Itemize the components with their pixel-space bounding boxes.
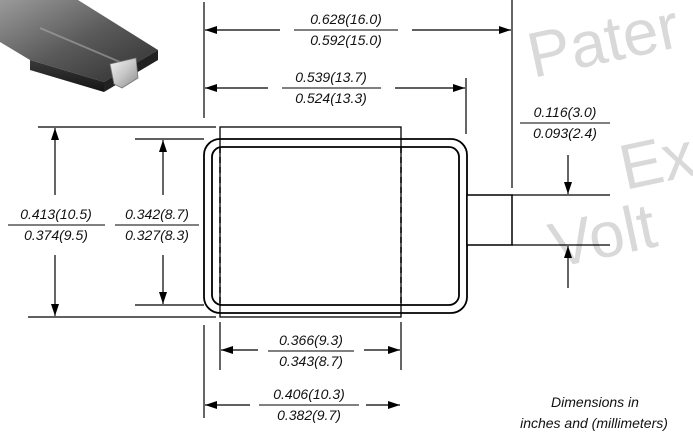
pad-outer-max: 0.406(10.3) — [273, 386, 345, 402]
pad-width-min: 0.343(8.7) — [279, 353, 343, 369]
component-photo — [0, 0, 158, 92]
units-note-line2: inches and (millimeters) — [520, 415, 668, 431]
watermark-line2: Ex — [613, 118, 693, 204]
dimension-labels: 0.628(16.0) 0.592(15.0) 0.539(13.7) 0.52… — [20, 11, 597, 423]
watermark-line1: Pater — [521, 0, 686, 92]
fraction-bars — [8, 29, 610, 406]
body-length-min: 0.524(13.3) — [295, 90, 367, 106]
body-length-max: 0.539(13.7) — [295, 69, 367, 85]
pad-outline — [219, 126, 402, 318]
lead — [466, 194, 513, 246]
overall-height-max: 0.413(10.5) — [20, 206, 92, 222]
body-outer-outline — [203, 138, 468, 314]
lead-thickness-min: 0.093(2.4) — [533, 125, 597, 141]
overall-height-min: 0.374(9.5) — [24, 227, 88, 243]
extension-lines — [28, 0, 610, 418]
overall-length-max: 0.628(16.0) — [310, 11, 382, 27]
package-body — [203, 126, 513, 318]
body-height-min: 0.327(8.3) — [125, 227, 189, 243]
body-height-max: 0.342(8.7) — [125, 206, 189, 222]
pad-outer-min: 0.382(9.7) — [277, 407, 341, 423]
body-inner-outline — [211, 146, 460, 306]
pad-width-max: 0.366(9.3) — [279, 332, 343, 348]
dimension-arrows — [51, 26, 572, 409]
lead-thickness-max: 0.116(3.0) — [534, 104, 597, 120]
watermark-line3: Volt — [543, 189, 663, 282]
overall-length-min: 0.592(15.0) — [310, 32, 382, 48]
units-note: Dimensions in inches and (millimeters) — [520, 394, 668, 431]
units-note-line1: Dimensions in — [551, 394, 639, 410]
